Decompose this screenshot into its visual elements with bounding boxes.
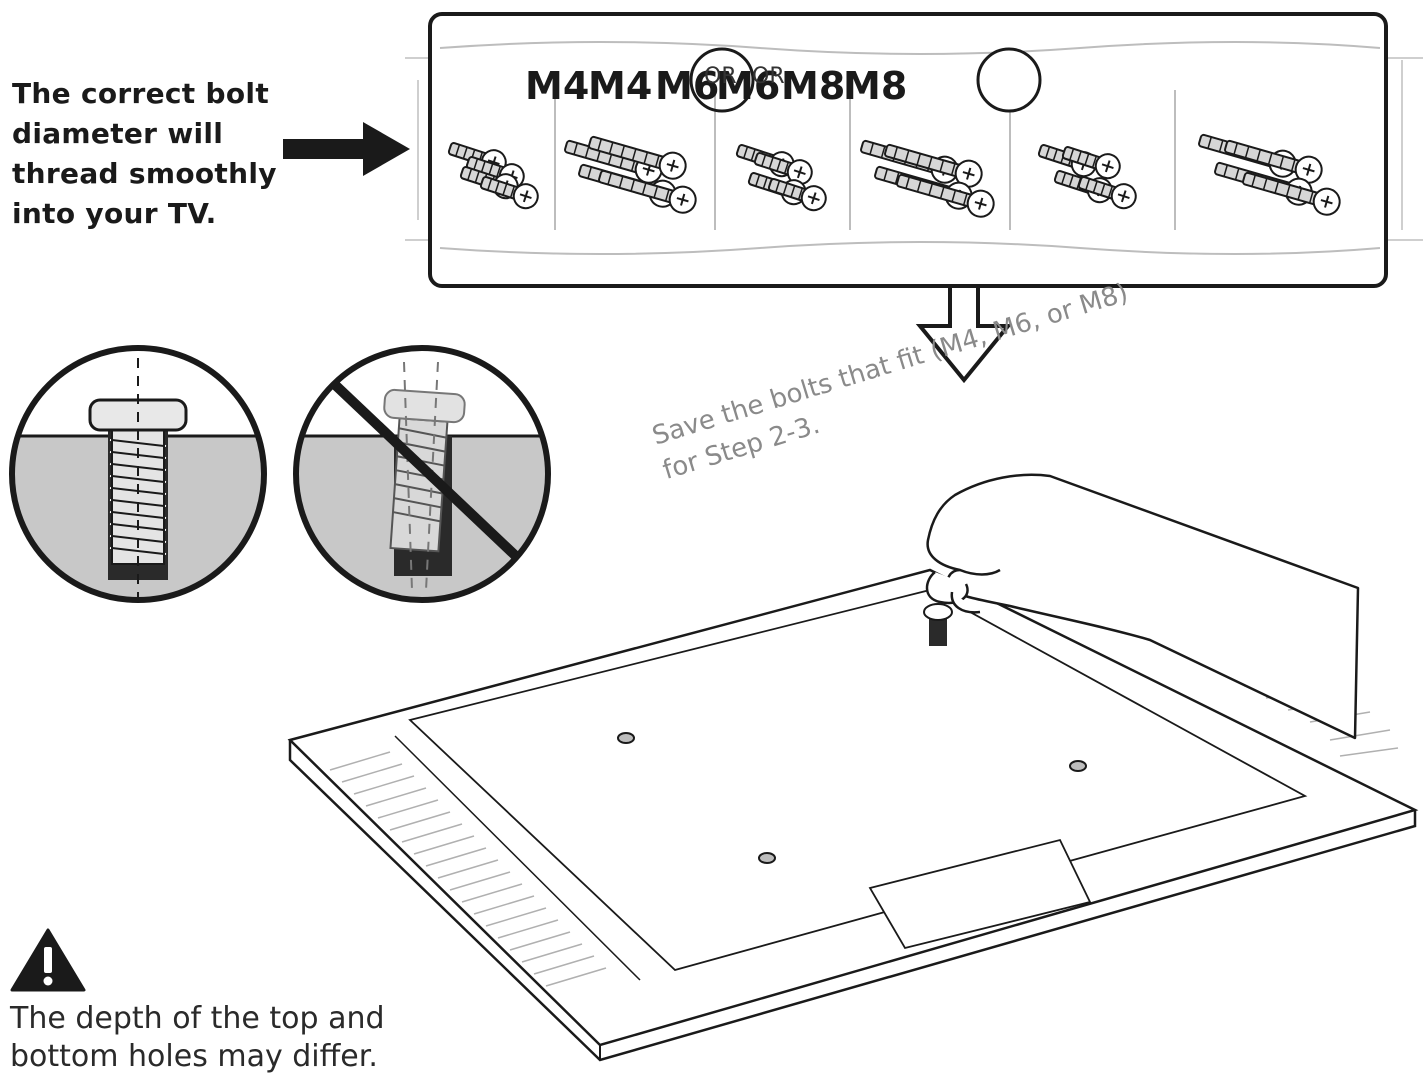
bolt-size-label: M6 <box>716 64 781 108</box>
bolt-size-label: M4 <box>525 64 590 108</box>
bolt-size-label: M4 <box>588 64 653 108</box>
intro-text: The correct bolt diameter will thread sm… <box>12 74 282 234</box>
intro-line-3: thread smoothly <box>12 157 277 190</box>
arrow-right-icon <box>283 122 410 176</box>
warning-note: The depth of the top and bottom holes ma… <box>10 1000 430 1076</box>
intro-line-2: diameter will <box>12 117 224 150</box>
or-label-right: OR <box>752 64 785 89</box>
intro-line-1: The correct bolt <box>12 77 270 110</box>
warning-note-line-1: The depth of the top and <box>10 1001 385 1036</box>
or-circle-right <box>976 47 1042 113</box>
warning-note-line-2: bottom holes may differ. <box>10 1039 378 1074</box>
bolt-bag-dividers <box>439 41 1381 255</box>
intro-line-4: into your TV. <box>12 197 217 230</box>
or-circle-left <box>689 47 755 113</box>
correct-fit-diagram <box>9 345 267 603</box>
bolt-icon <box>923 603 953 646</box>
incorrect-fit-diagram <box>293 345 551 603</box>
arrow-down-icon <box>915 284 1013 384</box>
warning-icon <box>10 928 86 992</box>
bolt-size-label: M8 <box>843 64 908 108</box>
bolt-size-label: M8 <box>781 64 846 108</box>
hand-icon <box>925 473 1360 740</box>
or-label-left: OR <box>704 64 737 89</box>
bolt-size-label: M6 <box>655 64 720 108</box>
